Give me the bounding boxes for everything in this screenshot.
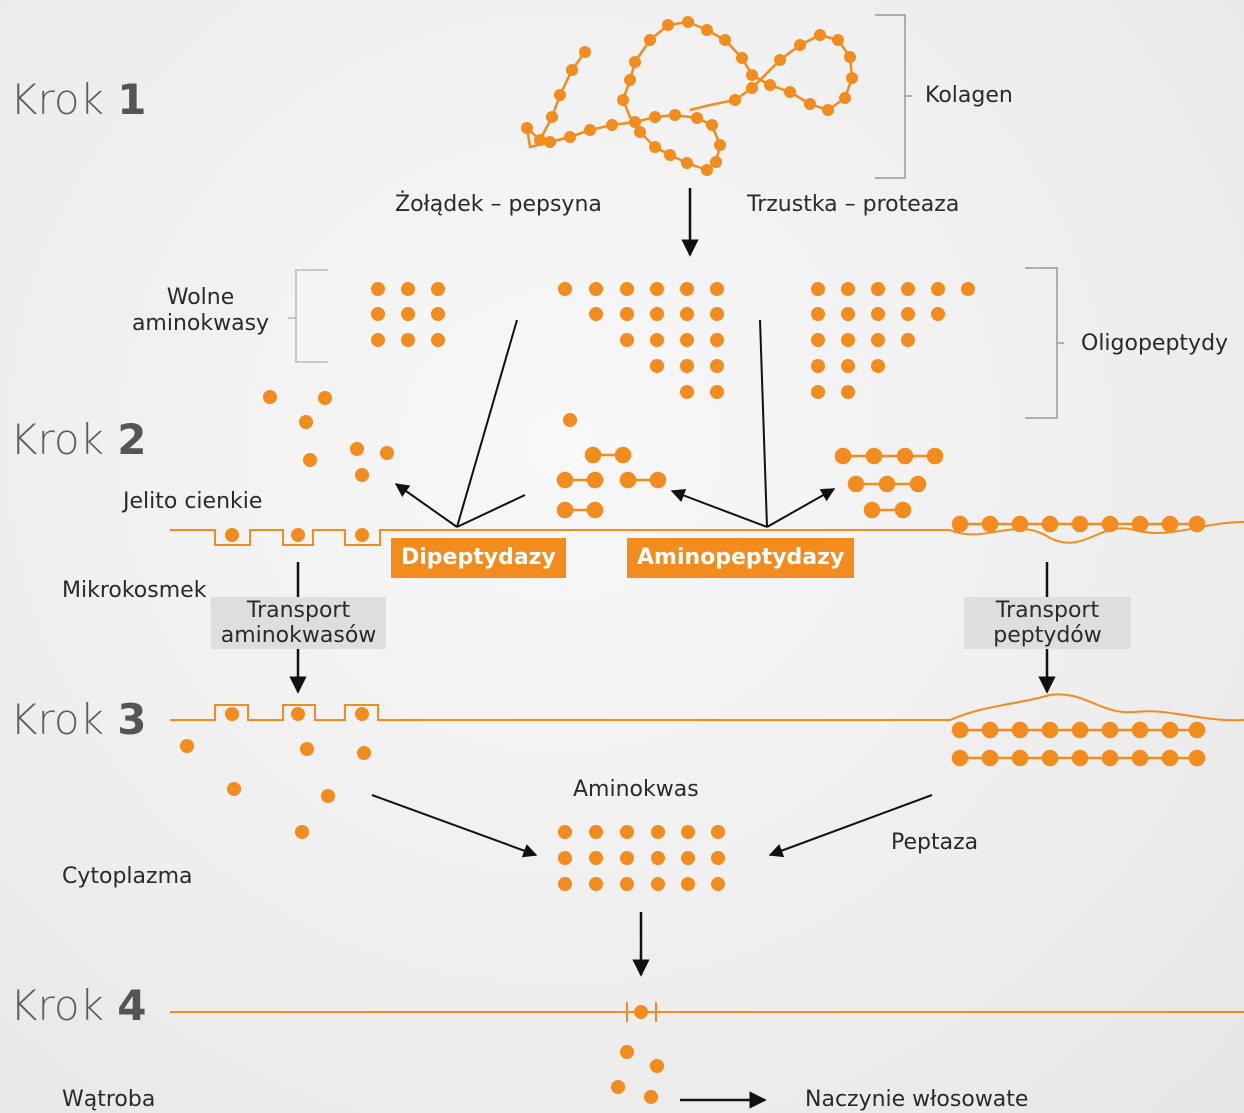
peptide-chain-membrane: [951, 515, 1206, 533]
step-4-label: Krok 4: [10, 981, 147, 1030]
cytoplazma-label: Cytoplazma: [62, 864, 193, 889]
zoladek-label: Żołądek – pepsyna: [395, 192, 602, 217]
transport-aminokwasow-line2: aminokwasów: [220, 623, 377, 648]
trzustka-label: Trzustka – proteaza: [747, 192, 960, 217]
oligopeptides-group-2: [811, 282, 975, 399]
intestine-membrane: [170, 521, 1244, 546]
naczynie-label: Naczynie włosowate: [805, 1087, 1029, 1112]
wolne-line1: Wolne: [166, 285, 235, 310]
transporter-amino-acids-bottom: [225, 707, 369, 721]
transport-peptydow-line1: Transport: [995, 598, 1100, 623]
step-2-label: Krok 2: [10, 415, 147, 464]
transport-peptydow-box: Transport peptydów: [964, 597, 1131, 649]
wolne-line2: aminokwasy: [131, 311, 270, 336]
transport-aminokwasow-box: Transport aminokwasów: [211, 597, 386, 649]
peptide-to-pool-arrow: [768, 794, 933, 858]
aminokwas-label: Aminokwas: [573, 777, 699, 802]
short-peptides-step2: [556, 446, 944, 519]
oligopeptydy-label: Oligopeptydy: [1081, 331, 1229, 356]
jelito-label: Jelito cienkie: [123, 489, 263, 514]
dipeptydazy-badge: Dipeptydazy: [391, 538, 566, 578]
peptaza-label: Peptaza: [891, 830, 979, 855]
liver-membrane: [170, 1002, 1244, 1022]
step-3-label: Krok 3: [10, 695, 147, 744]
enzyme-arrows: [394, 319, 836, 528]
transporter-amino-acids-top: [225, 528, 369, 542]
aminopeptydazy-badge: Aminopeptydazy: [627, 538, 855, 578]
free-amino-acids: [371, 282, 445, 347]
scattered-amino-acids-step3: [180, 739, 371, 839]
transport-aminokwasow-line1: Transport: [246, 598, 351, 623]
amino-to-pool-arrow: [371, 794, 538, 858]
transport-peptydow-line2: peptydów: [993, 623, 1102, 648]
collagen-beads: [521, 16, 858, 176]
oligo-bracket: [1025, 267, 1064, 419]
kolagen-bracket: [875, 14, 912, 179]
peptide-chains-cytoplasm: [951, 721, 1206, 767]
liver-amino-acids: [611, 1005, 664, 1104]
wolne-aminokwasy-label: Wolne aminokwasy: [118, 285, 283, 337]
amino-acid-pool: [558, 825, 725, 891]
oligopeptides-group-1: [558, 282, 724, 399]
cytoplasm-membrane: [170, 693, 1244, 722]
kolagen-label: Kolagen: [925, 83, 1013, 108]
wolne-bracket: [288, 269, 328, 363]
mikrokosmek-label: Mikrokosmek: [62, 578, 207, 603]
step-1-label: Krok 1: [10, 75, 147, 124]
scattered-amino-acids-step2: [263, 390, 577, 482]
watroba-label: Wątroba: [62, 1087, 156, 1112]
